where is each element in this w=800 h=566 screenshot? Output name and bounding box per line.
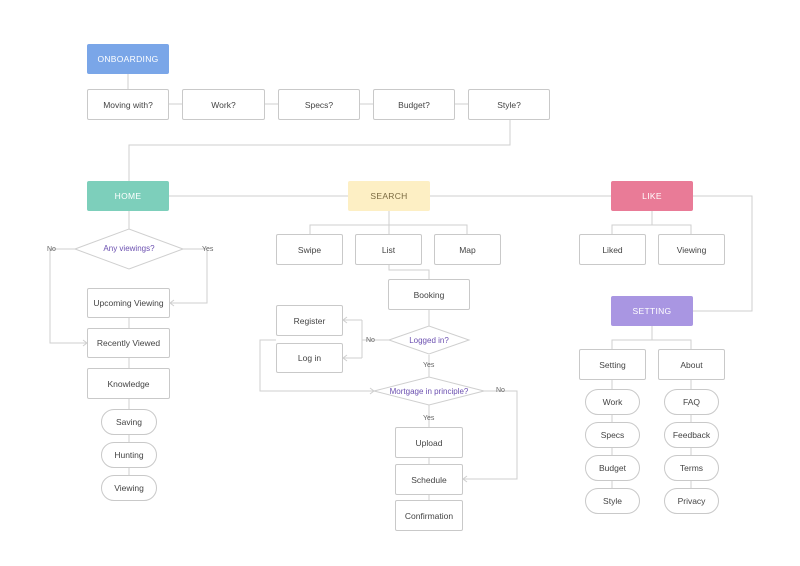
mortgage-diamond — [373, 376, 485, 406]
any-viewings-yes-label: Yes — [202, 246, 214, 253]
decision-yes-arrowhead — [169, 299, 175, 307]
login-to-register-arrowhead — [342, 316, 348, 324]
log-in-box: Log in — [276, 343, 343, 373]
about-feedback-pill: Feedback — [664, 422, 719, 448]
liked-box: Liked — [579, 234, 646, 265]
decision-no — [49, 248, 87, 344]
logged-in-decision-label: Logged in? — [409, 336, 449, 345]
decision-yes — [170, 248, 208, 304]
mortgage-decision-label: Mortgage in principle? — [389, 387, 469, 396]
onboarding-step-work: Work? — [182, 89, 265, 120]
onboarding-step-style: Style? — [468, 89, 550, 120]
knowledge-box: Knowledge — [87, 368, 170, 399]
setting-group-box: Setting — [579, 349, 646, 380]
about-terms-pill: Terms — [664, 455, 719, 481]
booking-box: Booking — [388, 279, 470, 310]
login-to-log-in-arrowhead — [342, 354, 348, 362]
like-to-setting — [693, 195, 753, 312]
about-privacy-pill: Privacy — [664, 488, 719, 514]
knowledge-hunting-pill: Hunting — [101, 442, 157, 468]
schedule-box: Schedule — [395, 464, 463, 495]
mortgage-no-label: No — [496, 387, 505, 394]
setting-specs-pill: Specs — [585, 422, 640, 448]
search-map-box: Map — [434, 234, 501, 265]
logged-in-no-label: No — [366, 337, 375, 344]
logged-in-diamond — [387, 325, 471, 355]
onboarding-step-specs: Specs? — [278, 89, 360, 120]
like-viewing-box: Viewing — [658, 234, 725, 265]
knowledge-saving-pill: Saving — [101, 409, 157, 435]
setting-work-pill: Work — [585, 389, 640, 415]
confirmation-box: Confirmation — [395, 500, 463, 531]
search-list-box: List — [355, 234, 422, 265]
list-to-booking — [388, 265, 430, 279]
setting-budget-pill: Budget — [585, 455, 640, 481]
knowledge-viewing-pill: Viewing — [101, 475, 157, 501]
any-viewings-no-label: No — [47, 246, 56, 253]
logged-in-yes-label: Yes — [423, 362, 435, 369]
setting-header: SETTING — [611, 296, 693, 326]
mortgage-no-to-schedule-arrowhead — [462, 475, 468, 483]
auth-to-mortgage — [259, 339, 374, 392]
register-box: Register — [276, 305, 343, 336]
setting-style-pill: Style — [585, 488, 640, 514]
like-items-bus — [611, 224, 692, 234]
about-faq-pill: FAQ — [664, 389, 719, 415]
upcoming-viewing-box: Upcoming Viewing — [87, 288, 170, 318]
home-header: HOME — [87, 181, 169, 211]
search-swipe-box: Swipe — [276, 234, 343, 265]
mortgage-yes-label: Yes — [423, 415, 435, 422]
any-viewings-decision-label: Any viewings? — [103, 244, 155, 253]
recently-viewed-box: Recently Viewed — [87, 328, 170, 358]
like-header: LIKE — [611, 181, 693, 211]
onboarding-header: ONBOARDING — [87, 44, 169, 74]
upload-box: Upload — [395, 427, 463, 458]
about-group-box: About — [658, 349, 725, 380]
onboarding-step-budget: Budget? — [373, 89, 455, 120]
setting-groups-bus — [611, 339, 692, 349]
onboarding-step-moving-with: Moving with? — [87, 89, 169, 120]
onb-to-home — [128, 120, 511, 181]
any-viewings-diamond — [73, 228, 185, 270]
mortgage-no-to-schedule — [463, 390, 518, 480]
search-header: SEARCH — [348, 181, 430, 211]
